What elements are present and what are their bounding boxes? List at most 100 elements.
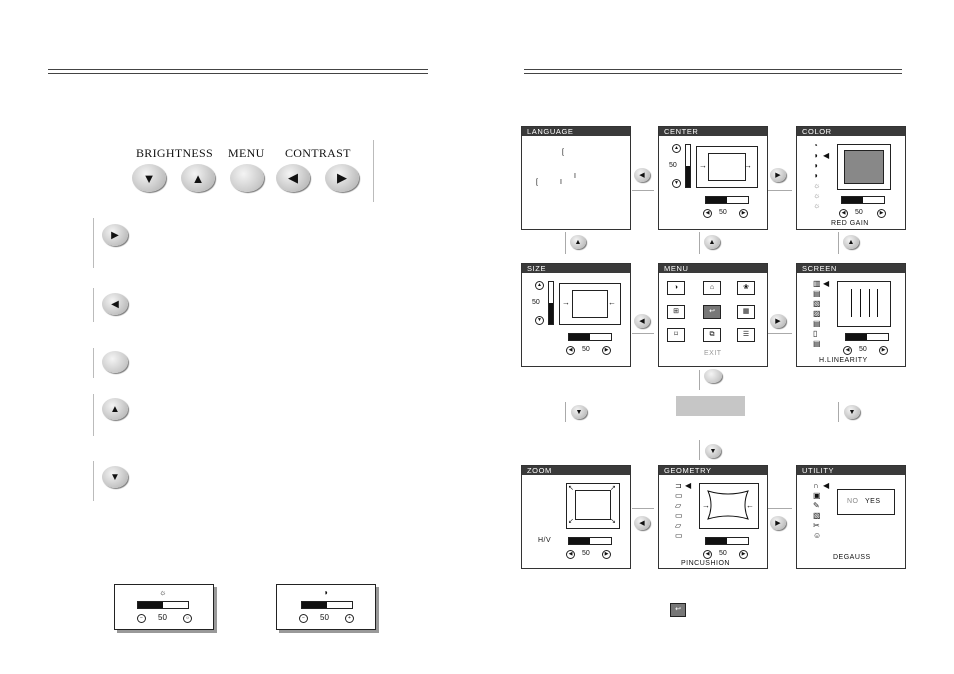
down-icon: ▼ [672,179,681,188]
selector-arrow-icon: ◀ [823,151,830,160]
red-icon: ◑ [813,151,818,160]
contrast-osd: ◑ − 50 + [276,584,376,630]
linearity-line [869,289,870,317]
zoom-arrow-icon: ↘ [610,518,616,525]
color-temp-icon: ◔ [813,141,818,150]
screen-option-icon: ▨ [813,309,821,318]
sun-icon: ☼ [813,201,821,210]
osd-zoom: ZOOM ↖ ↗ ↙ ↘ H/V ◀ 50 ▶ [521,465,631,569]
zoom-caption: H/V [538,537,552,544]
center-icon: ⊞ [667,305,685,319]
degauss-icon: ∩ [813,481,819,490]
legend-down-button: ▼ [102,466,128,488]
right-icon: ▶ [739,550,748,559]
legend-left-button: ◀ [102,293,128,315]
vertical-level-bar [548,281,554,325]
screen-caption: H.LINEARITY [819,357,868,364]
right-arrow-icon: → [744,161,752,170]
right-nav-icon: ▶ [770,314,786,328]
osd-title: SCREEN [797,264,905,273]
flow-arrow [632,508,654,509]
screen-frame [699,483,759,529]
zoom-arrow-icon: ↗ [610,485,616,492]
minus-icon: − [299,614,308,623]
geometry-option-icon: ▱ [675,501,682,510]
zoom-icon: ⧉ [703,328,721,342]
geometry-option-icon: ▭ [675,491,683,500]
flow-arrow [565,232,566,254]
left-arrow-icon: ← [746,501,754,510]
selector-arrow-icon: ◀ [685,481,692,490]
osd-title: CENTER [659,127,767,136]
down-nav-icon: ▼ [571,405,587,419]
osd-geometry: GEOMETRY ⊐ ◀ ▭ ▱ ▭ ▱ ▭ → ← ◀ 50 ▶ PINCUS… [658,465,768,569]
utility-selected-icon: ↩ [703,305,721,319]
selector-arrow-icon: ◀ [823,279,830,288]
right-nav-icon: ▶ [770,516,786,530]
legend-divider-5 [93,461,94,501]
flow-arrow [838,402,839,422]
utility-yes-option[interactable]: YES [865,498,881,505]
blue-icon: ◑ [813,171,818,180]
contrast-level-bar [301,601,353,609]
legend-divider-1 [93,218,94,268]
legend-divider-2 [93,288,94,322]
up-nav-icon: ▲ [843,235,859,249]
geometry-option-icon: ▱ [675,521,682,530]
geometry-level-bar [705,537,749,545]
h-linearity-icon: ▥ [813,279,821,288]
menu-label: MENU [228,146,265,160]
screen-level-bar [845,333,889,341]
flow-arrow [768,190,792,191]
screen-frame [559,283,621,325]
osd-screen: SCREEN ▥ ◀ ▤ ▧ ▨ ▤ ▯ ▤ ◀ 50 ▶ H.LINEARIT… [796,263,906,367]
osd-size: SIZE ▲ 50 ▼ → ← ◀ 50 ▶ [521,263,631,367]
right-icon: ▶ [877,209,886,218]
osd-title: ZOOM [522,466,630,475]
up-nav-icon: ▲ [704,235,720,249]
linearity-line [851,289,852,317]
screen-option-icon: ▯ [813,329,818,338]
screen-option-icon: ▧ [813,299,821,308]
screen-option-icon: ▤ [813,289,821,298]
osd-title: GEOMETRY [659,466,767,475]
color-preview [844,150,884,184]
screen-frame [837,281,891,327]
linearity-line [877,289,878,317]
horizontal-level-bar [568,333,612,341]
down-arrow-icon: ▼ [142,170,156,186]
contrast-value: 50 [320,613,329,622]
color-caption: RED GAIN [831,220,869,227]
left-header-rule [48,69,428,74]
center-vertical-value: 50 [669,162,677,169]
linearity-line [860,289,861,317]
left-icon: ◀ [566,346,575,355]
screen-icon: ☰ [737,328,755,342]
brightness-down-button[interactable]: ▼ [132,164,166,192]
menu-button[interactable] [230,164,264,192]
down-arrow-icon: ▼ [110,471,120,483]
left-icon: ◀ [703,550,712,559]
brightness-value: 50 [158,613,167,622]
utility-option-icon: ☺ [813,531,822,540]
utility-caption: DEGAUSS [833,554,871,561]
menu-exit[interactable]: EXIT [704,350,722,357]
left-nav-icon: ◀ [634,168,650,182]
color-icon: ❀ [737,281,755,295]
right-nav-icon: ▶ [770,168,786,182]
zoom-arrow-icon: ↖ [568,485,574,492]
utility-no-option[interactable]: NO [847,498,859,505]
menu-entry-icon [704,369,722,383]
contrast-right-button[interactable]: ▶ [325,164,359,192]
down-nav-icon: ▼ [844,405,860,419]
contrast-left-button[interactable]: ◀ [276,164,310,192]
language-marker: I [574,173,576,180]
vertical-level-bar [685,144,691,188]
geometry-value: 50 [719,550,727,557]
utility-inline-icon: ↩ [670,603,686,617]
brightness-up-button[interactable]: ▲ [181,164,215,192]
screen-frame [696,146,758,188]
left-nav-icon: ◀ [634,314,650,328]
utility-option-icon: ✂ [813,521,820,530]
pincushion-shape [707,490,749,520]
